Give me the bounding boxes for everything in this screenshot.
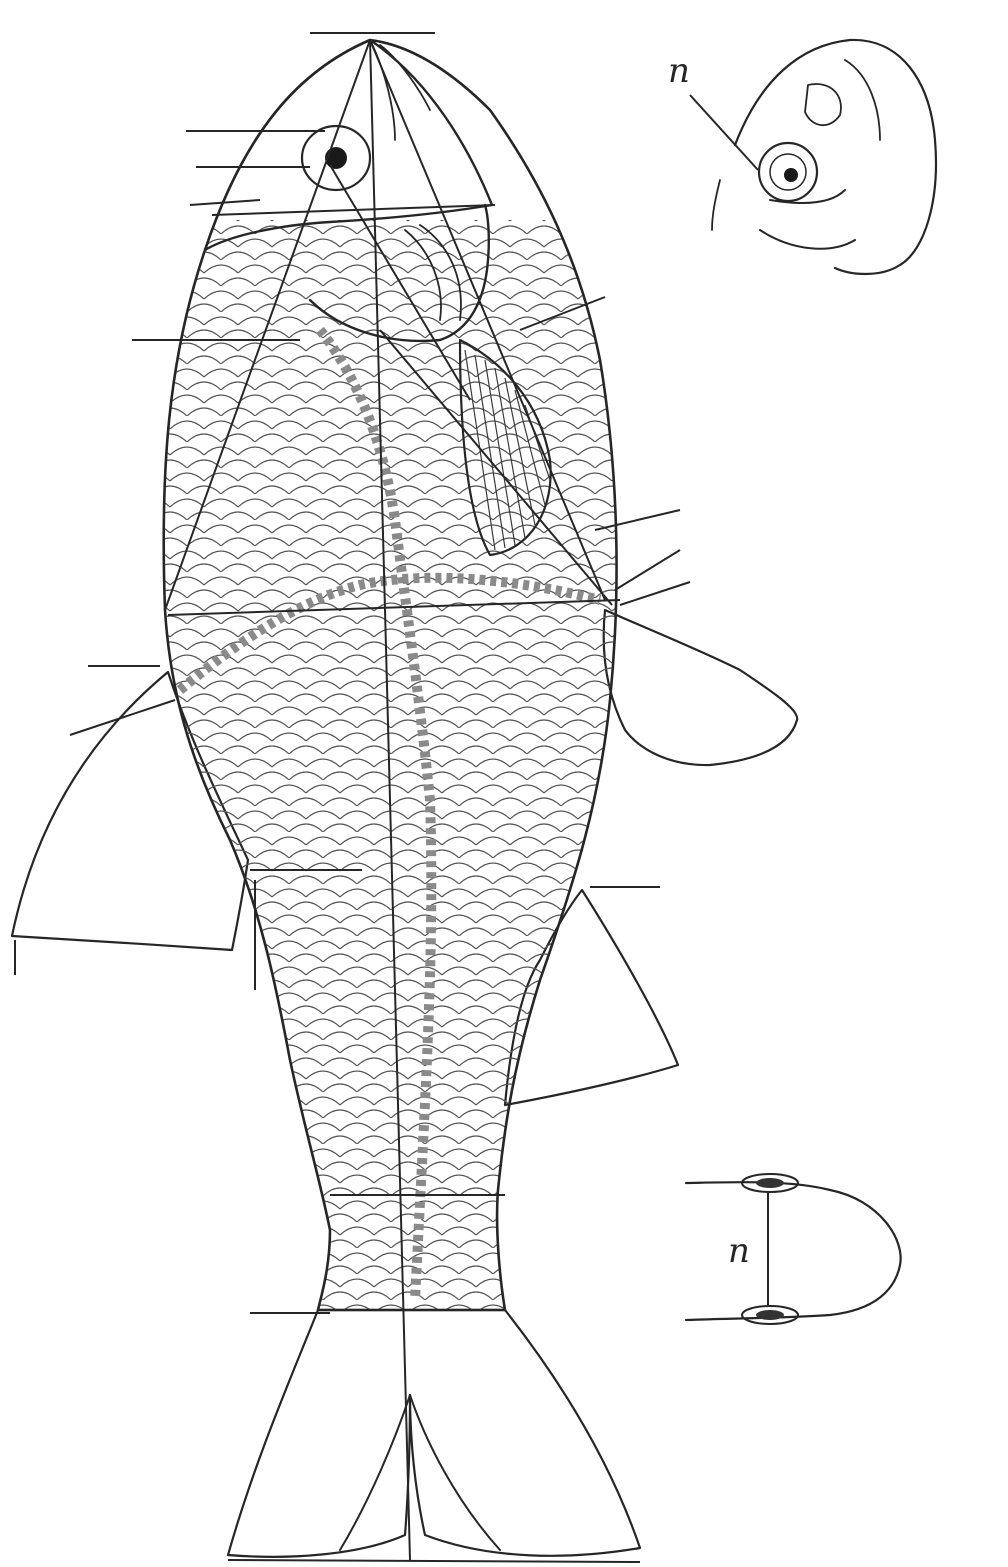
head-inset: n bbox=[668, 40, 936, 274]
snout-inset-label: n bbox=[728, 1231, 750, 1271]
mouth bbox=[370, 40, 430, 140]
caudal-fork bbox=[340, 1395, 500, 1550]
head-inset-label: n bbox=[668, 51, 690, 91]
head bbox=[205, 40, 492, 250]
snout-inset: n bbox=[686, 1174, 901, 1324]
caudal-fin bbox=[228, 1310, 640, 1557]
pelvic-fin bbox=[604, 610, 798, 765]
